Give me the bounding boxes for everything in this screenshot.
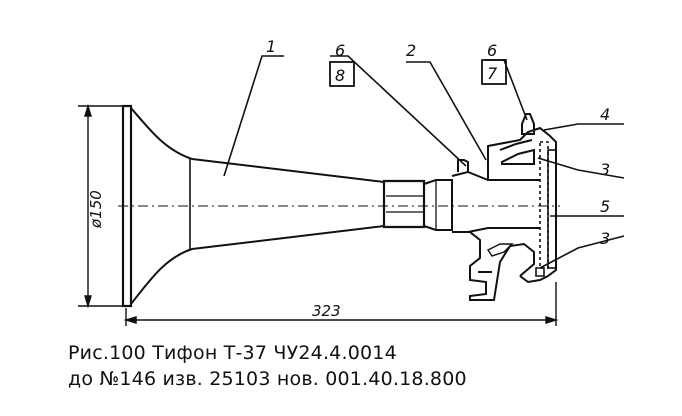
diameter-label: ø150 xyxy=(87,190,105,229)
diameter-dimension xyxy=(78,103,123,309)
length-label: 323 xyxy=(312,302,341,320)
callout-3-upper: 3 xyxy=(600,160,610,179)
horn-drawing: ø150 323 1 6 8 2 6 7 4 3 5 3 xyxy=(78,37,625,326)
bell-outline-bottom xyxy=(130,248,193,305)
callout-6-right: 6 xyxy=(487,41,497,60)
callout-box-8 xyxy=(329,61,355,87)
top-stud xyxy=(521,113,535,135)
callout-5: 5 xyxy=(600,197,610,216)
callout-2: 2 xyxy=(406,41,416,60)
callout-6-top: 6 xyxy=(335,41,345,60)
callout-8: 8 xyxy=(335,66,345,85)
body-neck xyxy=(451,159,470,233)
callout-leaders xyxy=(223,55,625,269)
callout-7: 7 xyxy=(487,64,498,83)
union-nut xyxy=(382,179,426,229)
callout-4: 4 xyxy=(600,105,610,124)
length-dimension xyxy=(123,282,559,326)
housing xyxy=(487,126,557,284)
bell-outline-top xyxy=(130,107,193,160)
horn-cone xyxy=(191,158,385,250)
callout-box-7 xyxy=(481,59,507,85)
callout-3-lower: 3 xyxy=(600,229,610,248)
caption-line-2: до №146 изв. 25103 нов. 001.40.18.800 xyxy=(68,368,467,390)
caption-line-1: Рис.100 Тифон Т-37 ЧУ24.4.0014 xyxy=(68,342,397,364)
callout-1: 1 xyxy=(266,37,276,56)
